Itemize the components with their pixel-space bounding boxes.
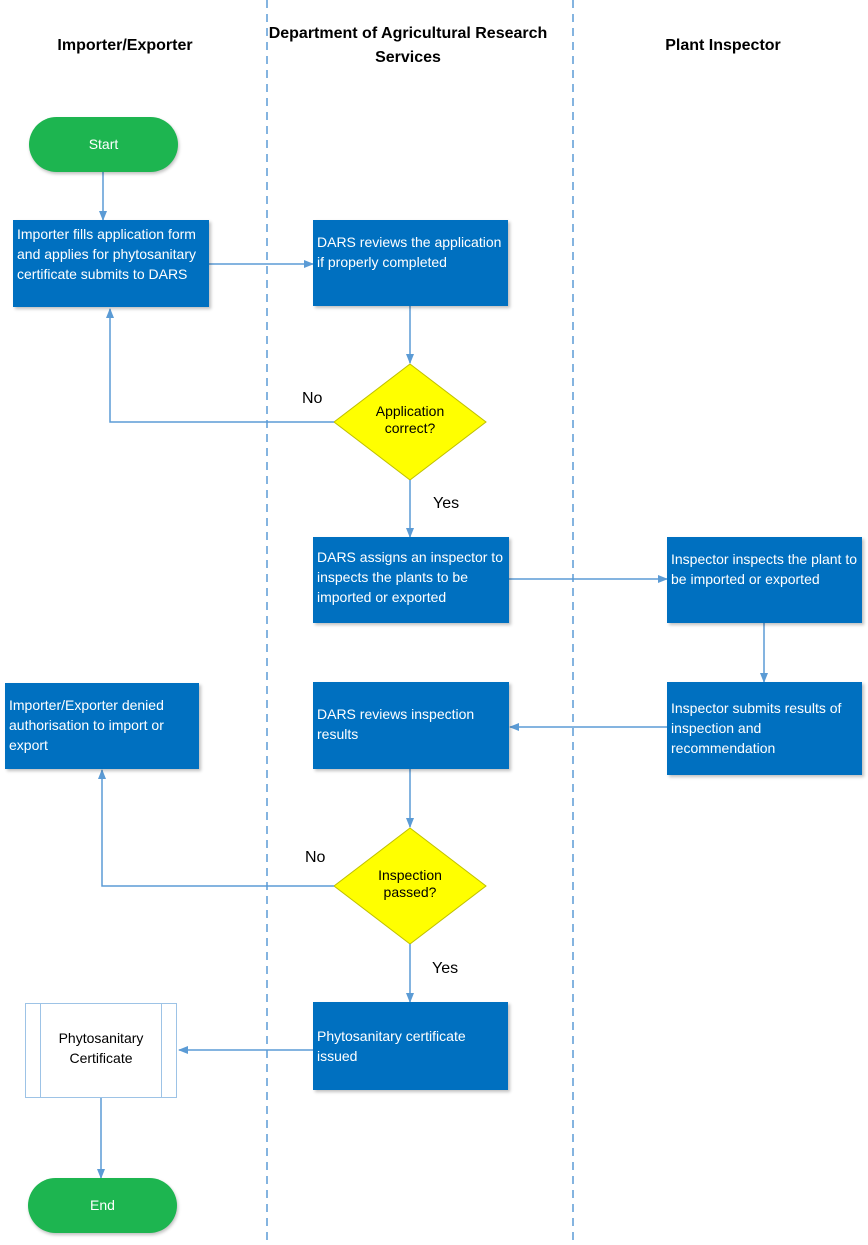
edge-label-yes-2: Yes: [432, 960, 459, 977]
process-certificate-issued: Phytosanitary certificate issued: [313, 1002, 508, 1090]
end-terminal: End: [28, 1178, 177, 1233]
edge-label-no-1: No: [302, 390, 323, 407]
certificate-document-label: Phytosanitary Certificate: [58, 1030, 144, 1066]
process-denied: Importer/Exporter denied authorisation t…: [5, 683, 199, 769]
process-apply: Importer fills application form and appl…: [13, 220, 209, 307]
edge-decision-no-apply: [106, 308, 334, 423]
edge-decision2-no-denied: [98, 769, 334, 887]
process-submit-results: Inspector submits results of inspection …: [667, 682, 862, 775]
edge-label-no-2: No: [305, 849, 326, 866]
certificate-document-bars: [40, 1004, 162, 1097]
lane-title-dars: Department of Agricultural Research Serv…: [268, 25, 548, 66]
process-inspect-plants: Inspector inspects the plant to be impor…: [667, 537, 862, 623]
edge-label-yes-1: Yes: [433, 495, 460, 512]
process-review-application: DARS reviews the application if properly…: [313, 220, 508, 306]
certificate-document: Phytosanitary Certificate: [25, 1003, 177, 1098]
decision-inspection-label: Inspection passed?: [378, 867, 442, 900]
lane-title-inspector: Plant Inspector: [665, 37, 781, 54]
process-review-results: DARS reviews inspection results: [313, 682, 509, 769]
process-assign-inspector: DARS assigns an inspector to inspects th…: [313, 537, 509, 623]
lane-title-importer: Importer/Exporter: [57, 37, 193, 54]
start-terminal: Start: [29, 117, 178, 172]
decision-application-label: Application correct?: [375, 403, 445, 436]
